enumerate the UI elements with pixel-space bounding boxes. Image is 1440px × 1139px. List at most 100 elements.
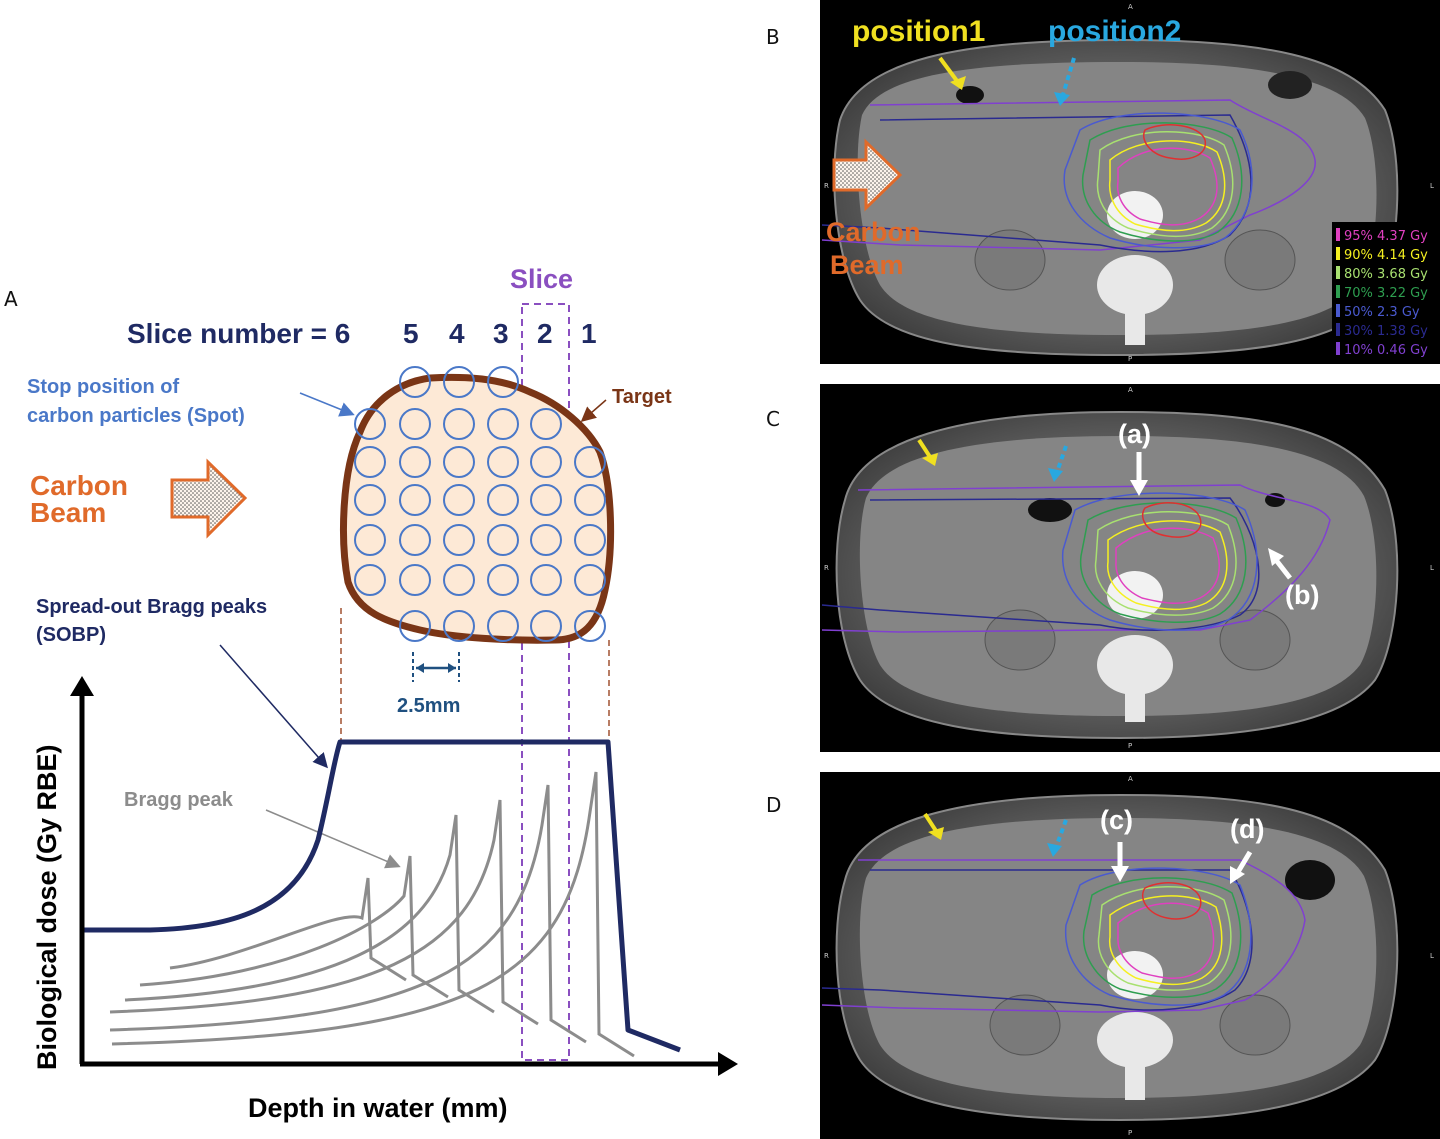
spot-grid bbox=[354, 366, 606, 642]
legend-entry: 10% 0.46 Gy bbox=[1344, 343, 1428, 358]
spot-circle bbox=[399, 524, 431, 556]
marker-d-arrowhead bbox=[1230, 866, 1245, 884]
spot-circle bbox=[574, 484, 606, 516]
beam-arrow-icon bbox=[170, 458, 248, 539]
spot-circle bbox=[399, 446, 431, 478]
panel-a: A Slice Slice number = 6 5 4 3 2 1 Stop … bbox=[4, 264, 738, 1123]
marker-d: (d) bbox=[1230, 814, 1264, 844]
slice-number-2: 2 bbox=[537, 318, 553, 349]
orient-bottom-c: P bbox=[1128, 742, 1132, 750]
spot-circle bbox=[530, 446, 562, 478]
spot-circle bbox=[354, 408, 386, 440]
marker-b: (b) bbox=[1285, 580, 1319, 610]
target-volume bbox=[340, 373, 615, 644]
position1-label: position1 bbox=[852, 15, 985, 48]
panel-b-letter: B bbox=[766, 25, 780, 49]
ct-beam-label-line1: Carbon bbox=[826, 217, 921, 247]
beam-label-line2: Beam bbox=[30, 497, 106, 528]
spot-label-line2: carbon particles (Spot) bbox=[27, 405, 245, 427]
spot-circle bbox=[487, 408, 519, 440]
legend-entry: 90% 4.14 Gy bbox=[1344, 248, 1428, 263]
slice-number-4: 4 bbox=[449, 318, 465, 349]
position2-arrow bbox=[1060, 57, 1076, 99]
legend-swatch bbox=[1336, 228, 1340, 241]
target-pointer-arrow bbox=[580, 399, 607, 422]
beam-label-line1: Carbon bbox=[30, 470, 128, 501]
spot-circle bbox=[487, 610, 519, 642]
orient-right-b: L bbox=[1430, 182, 1434, 190]
spot-circle bbox=[487, 446, 519, 478]
legend-swatch bbox=[1336, 285, 1340, 298]
spot-circle bbox=[443, 408, 475, 440]
position2-arrowhead-c bbox=[1048, 468, 1063, 482]
x-axis-label: Depth in water (mm) bbox=[248, 1093, 508, 1123]
spot-circle bbox=[487, 524, 519, 556]
slice-number-label: Slice number = 6 bbox=[127, 318, 350, 349]
panel-c: C (a) (b) bbox=[766, 384, 1440, 752]
bragg-curve bbox=[109, 784, 587, 1044]
spot-circle bbox=[574, 610, 606, 642]
marker-c: (c) bbox=[1100, 805, 1133, 835]
spot-circle bbox=[530, 610, 562, 642]
ct-anatomy-c bbox=[835, 410, 1399, 740]
ct-beam-label-line2: Beam bbox=[830, 250, 904, 280]
spot-label-line1: Stop position of bbox=[27, 376, 180, 398]
orient-top-c: A bbox=[1128, 386, 1133, 394]
sobp-pointer-arrow bbox=[219, 644, 328, 769]
ct-anatomy-d bbox=[835, 793, 1399, 1122]
ct-anatomy-b bbox=[833, 38, 1399, 357]
sobp-curve bbox=[84, 739, 681, 1053]
spot-circle bbox=[530, 408, 562, 440]
panel-b: B position1 position2 bbox=[766, 0, 1440, 364]
spot-circle bbox=[399, 366, 431, 398]
legend-swatch bbox=[1336, 304, 1340, 317]
spot-pointer-arrow bbox=[299, 392, 355, 417]
spot-circle bbox=[443, 366, 475, 398]
isodose-lines-b bbox=[821, 99, 1316, 253]
sobp-label-line2: (SOBP) bbox=[36, 624, 106, 646]
orient-left-b: R bbox=[824, 182, 829, 190]
panel-d-letter: D bbox=[766, 793, 781, 817]
panel-c-letter: C bbox=[766, 407, 780, 431]
spot-circle bbox=[354, 484, 386, 516]
ct-beam-arrow-icon bbox=[832, 138, 903, 212]
slice-label: Slice bbox=[510, 264, 573, 294]
spot-circle bbox=[443, 610, 475, 642]
orient-right-d: L bbox=[1430, 952, 1434, 960]
legend-entry: 95% 4.37 Gy bbox=[1344, 229, 1428, 244]
spot-circle bbox=[443, 446, 475, 478]
spot-circle bbox=[399, 610, 431, 642]
spot-circle bbox=[487, 484, 519, 516]
marker-b-arrowhead bbox=[1268, 548, 1284, 566]
marker-a: (a) bbox=[1118, 419, 1151, 449]
position2-arrowhead-d bbox=[1047, 843, 1062, 857]
bragg-curve bbox=[139, 855, 449, 999]
y-axis-arrowhead bbox=[70, 676, 94, 696]
spot-circle bbox=[487, 564, 519, 596]
marker-d-arrow bbox=[1235, 850, 1253, 874]
panel-a-letter: A bbox=[4, 287, 18, 311]
slice-number-1: 1 bbox=[581, 318, 597, 349]
spacing-arrowheads bbox=[416, 663, 456, 673]
legend-swatch bbox=[1336, 266, 1340, 279]
position2-label: position2 bbox=[1048, 15, 1181, 48]
position2-arrowhead bbox=[1054, 92, 1070, 106]
spot-circle bbox=[530, 484, 562, 516]
spot-circle bbox=[443, 524, 475, 556]
spot-circle bbox=[399, 484, 431, 516]
panel-d: D (c) (d) A bbox=[766, 772, 1440, 1139]
bragg-curves bbox=[109, 771, 635, 1058]
marker-b-arrow bbox=[1274, 558, 1292, 580]
slice-number-5: 5 bbox=[403, 318, 419, 349]
spot-circle bbox=[399, 564, 431, 596]
orient-top-d: A bbox=[1128, 775, 1133, 783]
sobp-label-line1: Spread-out Bragg peaks bbox=[36, 596, 267, 618]
bragg-peak-label: Bragg peak bbox=[124, 789, 234, 811]
marker-c-arrowhead bbox=[1111, 866, 1129, 882]
spot-circle bbox=[354, 446, 386, 478]
legend-entry: 50% 2.3 Gy bbox=[1344, 305, 1420, 320]
legend-swatch bbox=[1336, 323, 1340, 336]
spacing-label: 2.5mm bbox=[397, 695, 460, 717]
bragg-pointer-arrow bbox=[265, 809, 401, 869]
